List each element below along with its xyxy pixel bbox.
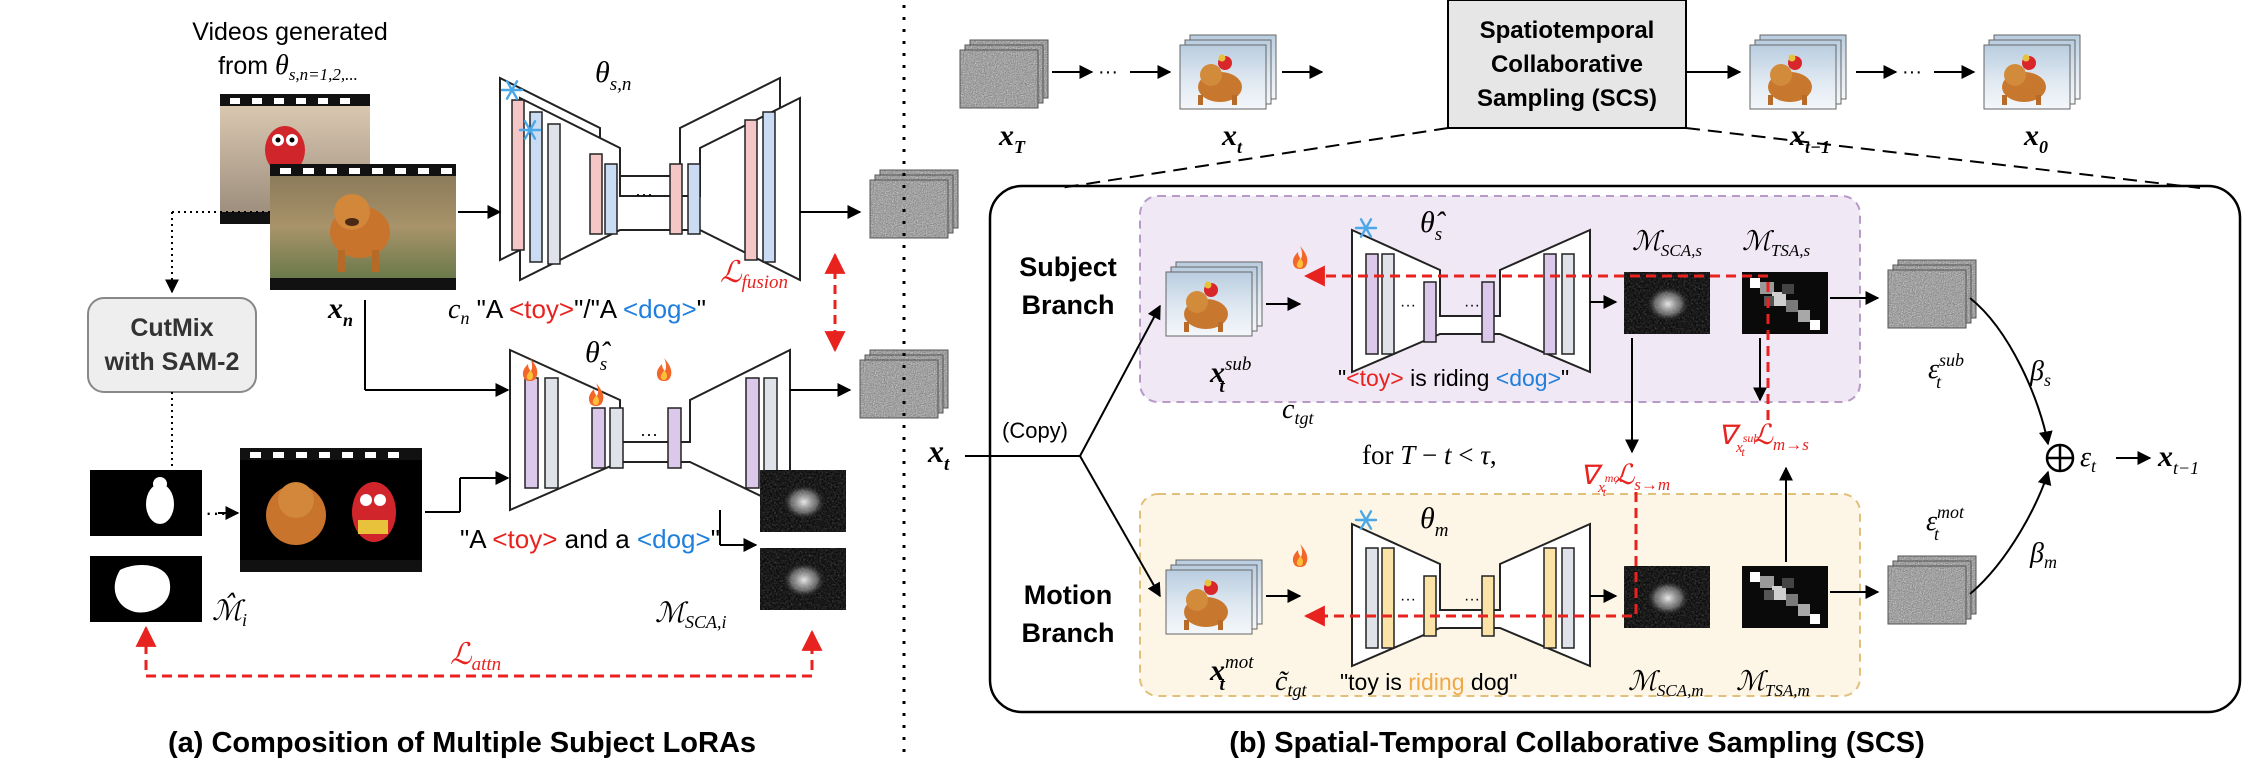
toy-video-frame: [220, 94, 370, 224]
caption-b: (b) Spatial-Temporal Collaborative Sampl…: [1229, 727, 1925, 759]
x-tm1-label: xt−1: [1789, 119, 1830, 157]
x-0-label: x0: [2023, 119, 2048, 157]
scs-line2: Collaborative: [1491, 51, 1643, 78]
x-n-label: xn: [327, 292, 353, 330]
subject-branch-line1: Subject: [1019, 252, 1117, 282]
ellipsis-unet-a1: ···: [635, 184, 653, 204]
input-xt-label: xt: [927, 433, 950, 475]
loss-attn-label: ℒattn: [450, 638, 501, 675]
fire-icon: [656, 358, 672, 381]
prompt-composition: "A <toy> and a <dog>": [460, 524, 720, 554]
motion-branch-line1: Motion: [1024, 580, 1112, 610]
theta-s-hat-label: θ̂s: [585, 336, 612, 375]
beta-s-label: βs: [2029, 356, 2051, 390]
subject-unet: θ̂s ··· ···: [1351, 206, 1591, 374]
prompt-subject: "<toy> is riding <dog>": [1338, 365, 1569, 391]
scs-line1: Spatiotemporal: [1480, 17, 1655, 44]
ellipsis-chain-2: ···: [1902, 61, 1922, 83]
mask-thumbnails: [90, 470, 202, 622]
eps-t-label: εt: [2080, 442, 2097, 476]
scs-box: Spatiotemporal Collaborative Sampling (S…: [1447, 0, 1687, 129]
noise-output-bottom: [860, 350, 948, 418]
dog-video-frame: [270, 164, 456, 290]
videos-label-line2: from θs,n=1,2,...: [218, 50, 358, 84]
noise-output-top: [870, 170, 958, 238]
panel-b: xT ··· xt Spatiotemporal Collaborative S…: [927, 0, 2242, 759]
scs-line3: Sampling (SCS): [1477, 85, 1657, 112]
sca-map-subject: [1624, 272, 1710, 334]
condition-label: for T − t < τ,: [1362, 440, 1497, 470]
panel-a: Videos generated from θs,n=1,2,... xn θs…: [87, 18, 958, 759]
caption-a: (a) Composition of Multiple Subject LoRA…: [168, 727, 756, 759]
videos-label-line1: Videos generated: [192, 18, 388, 46]
motion-latent: [1166, 560, 1262, 634]
ellipsis-unet-s2: ···: [1464, 297, 1480, 314]
composed-unet: θ̂s ···: [509, 336, 791, 512]
ellipsis-unet-m1: ···: [1400, 591, 1416, 608]
motion-branch-line2: Branch: [1021, 618, 1114, 648]
cutmix-result-frame: [240, 448, 422, 572]
scs-detail-frame: [988, 184, 2242, 714]
noise-xT: [960, 40, 1048, 108]
ellipsis-unet-s1: ···: [1400, 297, 1416, 314]
ellipsis-unet-a2: ···: [640, 424, 658, 444]
video-xt-1: [1750, 35, 1846, 109]
tsa-map-subject: [1742, 272, 1828, 334]
prompt-motion: "toy is riding dog": [1340, 669, 1517, 695]
beta-m-label: βm: [2029, 538, 2057, 572]
video-x0: [1984, 35, 2080, 109]
output-label: xt−1: [2157, 440, 2199, 478]
theta-sn-label: θs,n: [595, 56, 631, 95]
cutmix-line2: with SAM-2: [104, 348, 240, 376]
sum-node: [2045, 443, 2075, 473]
cutmix-box: CutMix with SAM-2: [87, 297, 257, 393]
x-t-label: xt: [1221, 119, 1243, 157]
cutmix-line1: CutMix: [130, 314, 213, 342]
eps-mot-noise: [1888, 556, 1976, 624]
ellipsis-unet-m2: ···: [1464, 591, 1480, 608]
copy-label: (Copy): [1002, 418, 1068, 443]
sca-label: ℳSCA,i: [655, 598, 726, 632]
lora-unet-stack: θs,n ···: [499, 56, 801, 282]
ellipsis-chain-1: ···: [1098, 61, 1118, 83]
video-xt: [1180, 35, 1276, 109]
sca-map-top: [760, 470, 846, 532]
prompt-cn: cn "A <toy>"/"A <dog>": [448, 294, 706, 328]
sca-map-bottom: [760, 548, 846, 610]
x-T-label: xT: [998, 119, 1026, 157]
tsa-map-motion: [1742, 566, 1828, 628]
eps-sub-noise: [1888, 260, 1976, 328]
ellipsis-mask: ···: [205, 500, 227, 525]
subject-branch-line2: Branch: [1021, 290, 1114, 320]
mask-label: ℳ̂i: [212, 592, 247, 630]
subject-latent: [1166, 262, 1262, 336]
